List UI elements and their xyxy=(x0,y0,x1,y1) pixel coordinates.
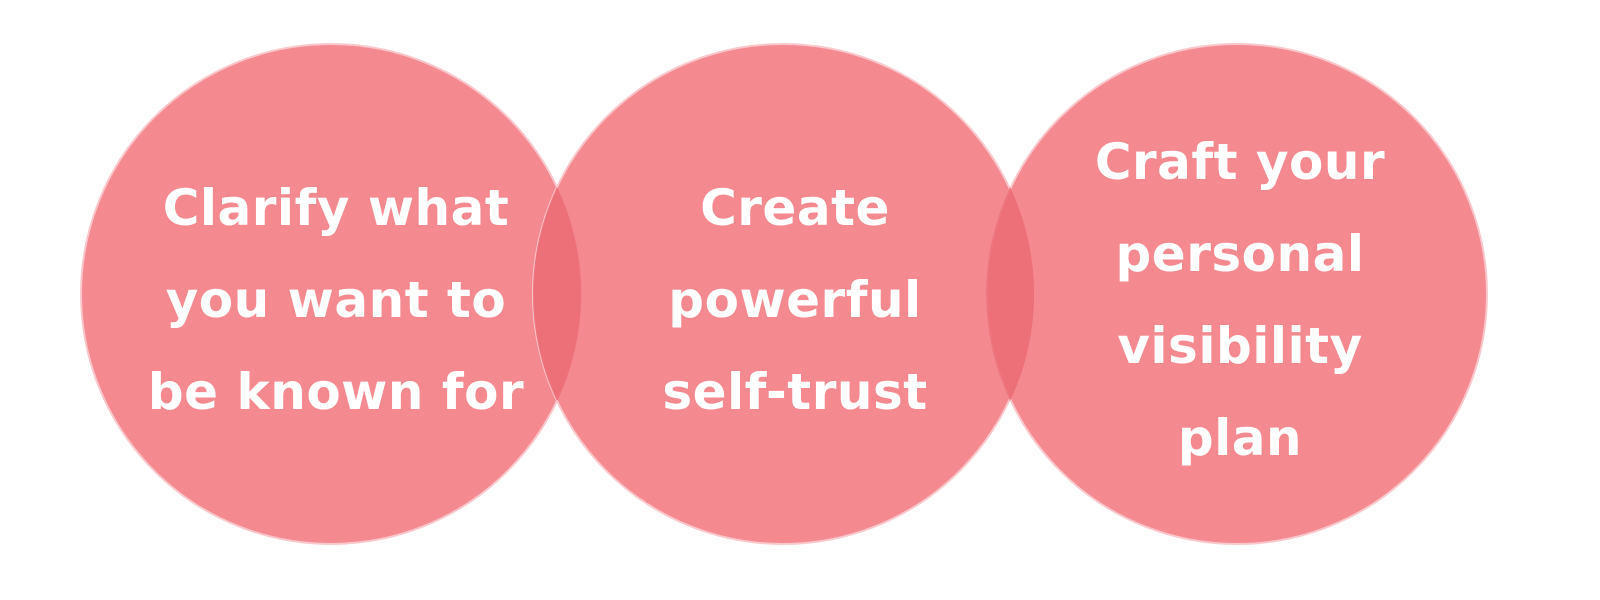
overlap-lens-2-3 xyxy=(985,187,1035,401)
label-clarify: Clarify what you want to be known for xyxy=(146,150,526,450)
label-self-trust-line-3: self-trust xyxy=(662,363,928,421)
label-visibility-line-3: visibility plan xyxy=(1117,317,1363,467)
label-visibility: Craft your personal visibility plan xyxy=(1050,133,1430,467)
label-clarify-line-1: Clarify what xyxy=(162,179,510,237)
label-self-trust-line-2: powerful xyxy=(668,271,922,329)
overlap-lens-1-2 xyxy=(532,187,582,401)
label-clarify-line-2: you want to xyxy=(165,271,507,329)
label-clarify-line-3: be known for xyxy=(147,363,525,421)
label-self-trust: Create powerful self-trust xyxy=(605,150,985,450)
label-visibility-line-1: Craft your xyxy=(1094,133,1386,191)
label-self-trust-line-1: Create xyxy=(700,179,890,237)
label-visibility-line-2: personal xyxy=(1115,225,1365,283)
